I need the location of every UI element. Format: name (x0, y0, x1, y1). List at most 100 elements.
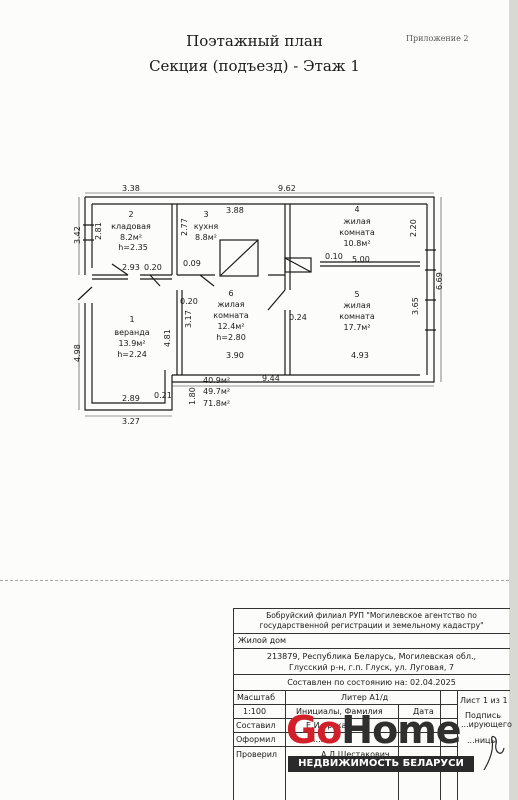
room2-name: кладовая (111, 222, 151, 231)
total-area: 71.8м² (203, 399, 230, 408)
logo-wordmark: GoHome (286, 708, 462, 752)
dim-room5-bottom: 4.93 (351, 351, 369, 360)
room1-height: h=2.24 (117, 350, 147, 359)
dim-room6-left: 3.17 (184, 310, 193, 328)
stamp-scale-value: 1:100 (243, 707, 267, 716)
total-general-area: 49.7м² (203, 387, 230, 396)
stamp-sign-header: Подпись (465, 711, 501, 720)
stamp-scale-header: Масштаб (237, 693, 276, 702)
stamp-address-line2: Глусский р-н, г.п. Глуск, ул. Луговая, 7 (288, 663, 455, 672)
partition (284, 204, 291, 290)
room4-name2: комната (339, 228, 375, 237)
stove (219, 239, 259, 277)
room6-area: 12.4м² (217, 322, 244, 331)
stamp-date-header: Дата (413, 707, 434, 716)
room4-name1: жилая (343, 217, 370, 226)
room6-number: 6 (228, 289, 233, 298)
signature-mark (483, 735, 505, 771)
stamp-date-line: Составлен по состоянию на: 02.04.2025 (287, 678, 456, 687)
dim-veranda-step: 1.80 (188, 387, 197, 405)
dim-room6-wall: 0.20 (180, 297, 198, 306)
title-block: Бобруйский филиал РУП "Могилевское агент… (233, 608, 512, 800)
room5-name1: жилая (343, 301, 370, 310)
room1-name: веранда (114, 328, 149, 337)
stamp-composed-name: Е.И...рская (306, 721, 352, 730)
stamp-org-line1: Бобруйский филиал РУП "Могилевское агент… (266, 611, 477, 620)
chimney-diagonal (284, 257, 312, 273)
stamp-checked-name: А.Д.Шестакович (321, 750, 390, 759)
stamp-formed-name: ...К... (313, 735, 334, 744)
veranda-wall (91, 303, 166, 404)
room2-number: 2 (128, 210, 133, 219)
dim-room4-wall: 0.10 (325, 252, 343, 261)
bottom-wall (172, 374, 420, 383)
dim-right-total: 6.69 (435, 272, 444, 290)
room4-area: 10.8м² (343, 239, 370, 248)
stamp-object: Жилой дом (238, 636, 287, 645)
room1-area: 13.9м² (118, 339, 145, 348)
stamp-sign-header3: ...ницы (467, 736, 497, 745)
dim-right-room5: 3.65 (411, 297, 420, 315)
room5-area: 17.7м² (343, 323, 370, 332)
room3-area: 8.8м² (195, 233, 217, 242)
room6-name1: жилая (217, 300, 244, 309)
dim-room6-right: 0.24 (289, 313, 307, 322)
door-swing (77, 263, 286, 311)
dim-right-room4: 2.20 (409, 219, 418, 237)
dim-left-outer: 3.42 (73, 226, 82, 244)
dim-storage-wall: 0.20 (144, 263, 162, 272)
window (83, 224, 436, 331)
room6-name2: комната (213, 311, 249, 320)
stamp-liter: Литер А1/д (341, 693, 389, 702)
partition (320, 261, 420, 267)
veranda-wall (84, 303, 173, 411)
partition (284, 310, 291, 375)
page-title: Поэтажный план (186, 32, 323, 50)
logo-go: Go (286, 708, 342, 752)
stamp-org-line2: государственной регистрации и земельному… (259, 621, 484, 630)
gohome-watermark-logo: GoHome НЕДВИЖИМОСТЬ БЕЛАРУСИ (282, 706, 474, 776)
dim-veranda-right: 4.81 (163, 329, 172, 347)
room5-name2: комната (339, 312, 375, 321)
room3-name: кухня (194, 222, 219, 231)
page-edge (509, 0, 518, 800)
logo-tagline: НЕДВИЖИМОСТЬ БЕЛАРУСИ (288, 756, 474, 772)
dim-kitchen-wall: 0.09 (183, 259, 201, 268)
stamp-sheet: Лист 1 из 1 (460, 696, 508, 705)
room1-number: 1 (129, 315, 134, 324)
outer-wall (85, 196, 435, 383)
dim-room4-bottom: 5.00 (352, 255, 370, 264)
stamp-formed-label: Оформил (236, 735, 276, 744)
floor-plan: 3.38 9.62 3.88 3.42 2.81 2.77 2.93 0.20 … (73, 184, 444, 426)
room2-height: h=2.35 (118, 243, 148, 252)
total-living-area: 40.9м² (203, 376, 230, 385)
partition (176, 290, 183, 375)
room4-number: 4 (354, 205, 359, 214)
dim-left-inner: 2.81 (94, 222, 103, 240)
stamp-checked-label: Проверил (236, 750, 278, 759)
room2-area: 8.2м² (120, 233, 142, 242)
room6-height: h=2.80 (216, 333, 246, 342)
logo-home: Home (341, 708, 461, 752)
chimney (284, 257, 312, 273)
room5-number: 5 (354, 290, 359, 299)
dim-room6-bottom: 3.90 (226, 351, 244, 360)
page-subtitle: Секция (подъезд) - Этаж 1 (149, 57, 360, 75)
dim-kitchen-left: 2.77 (180, 218, 189, 236)
partition (92, 274, 172, 280)
dim-veranda-wall: 0.21 (154, 391, 172, 400)
stamp-initials-header: Инициалы, Фамилия (296, 707, 383, 716)
appendix-label: Приложение 2 (406, 34, 469, 43)
stamp-address-line1: 213879, Республика Беларусь, Могилевская… (266, 652, 477, 661)
partition (171, 204, 178, 275)
dim-veranda-bottom: 2.89 (122, 394, 140, 403)
dim-top-kitchen: 3.88 (226, 206, 244, 215)
dim-veranda-total: 3.27 (122, 417, 140, 426)
dim-left-veranda: 4.98 (73, 344, 82, 362)
stove-diagonal (219, 239, 259, 277)
room3-number: 3 (203, 210, 208, 219)
dim-top-total: 9.62 (278, 184, 296, 193)
stamp-sign-header2: ...ирующего (461, 720, 512, 729)
fold-line (0, 580, 509, 581)
